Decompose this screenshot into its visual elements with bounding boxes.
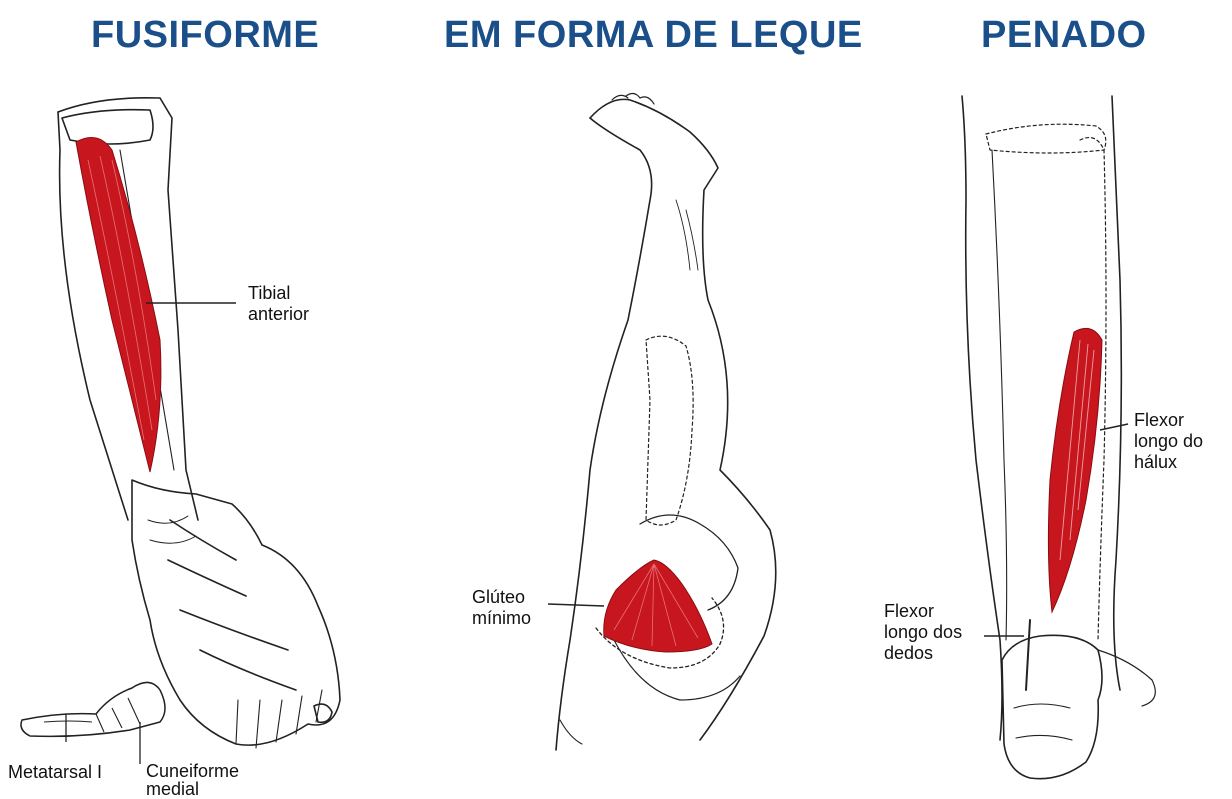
label-line: Cuneiforme [146,762,239,780]
label-flexor-hallucis-longus: Flexor longo do hálux [1134,410,1203,473]
gluteus-minimus-muscle [604,560,712,652]
gluteus-leader-line [548,604,604,606]
label-line: hálux [1134,452,1203,473]
label-tibialis-anterior: Tibial anterior [248,283,309,325]
label-cuneiform-medial: Cuneiforme medial [146,762,239,798]
label-line: Glúteo [472,587,531,608]
label-metatarsal: Metatarsal I [8,762,102,783]
label-line: Flexor [1134,410,1203,431]
label-line: anterior [248,304,309,325]
flexor-hallucis-longus-muscle [1048,328,1102,612]
label-line: Tibial [248,283,309,304]
label-line: mínimo [472,608,531,629]
label-flexor-digitorum-longus: Flexor longo dos dedos [884,601,962,664]
label-line: Flexor [884,601,962,622]
label-line: longo do [1134,431,1203,452]
label-line: medial [146,780,239,798]
foot-side-view-illustration [21,682,165,736]
label-line: dedos [884,643,962,664]
label-gluteus-minimus: Glúteo mínimo [472,587,531,629]
label-line: longo dos [884,622,962,643]
